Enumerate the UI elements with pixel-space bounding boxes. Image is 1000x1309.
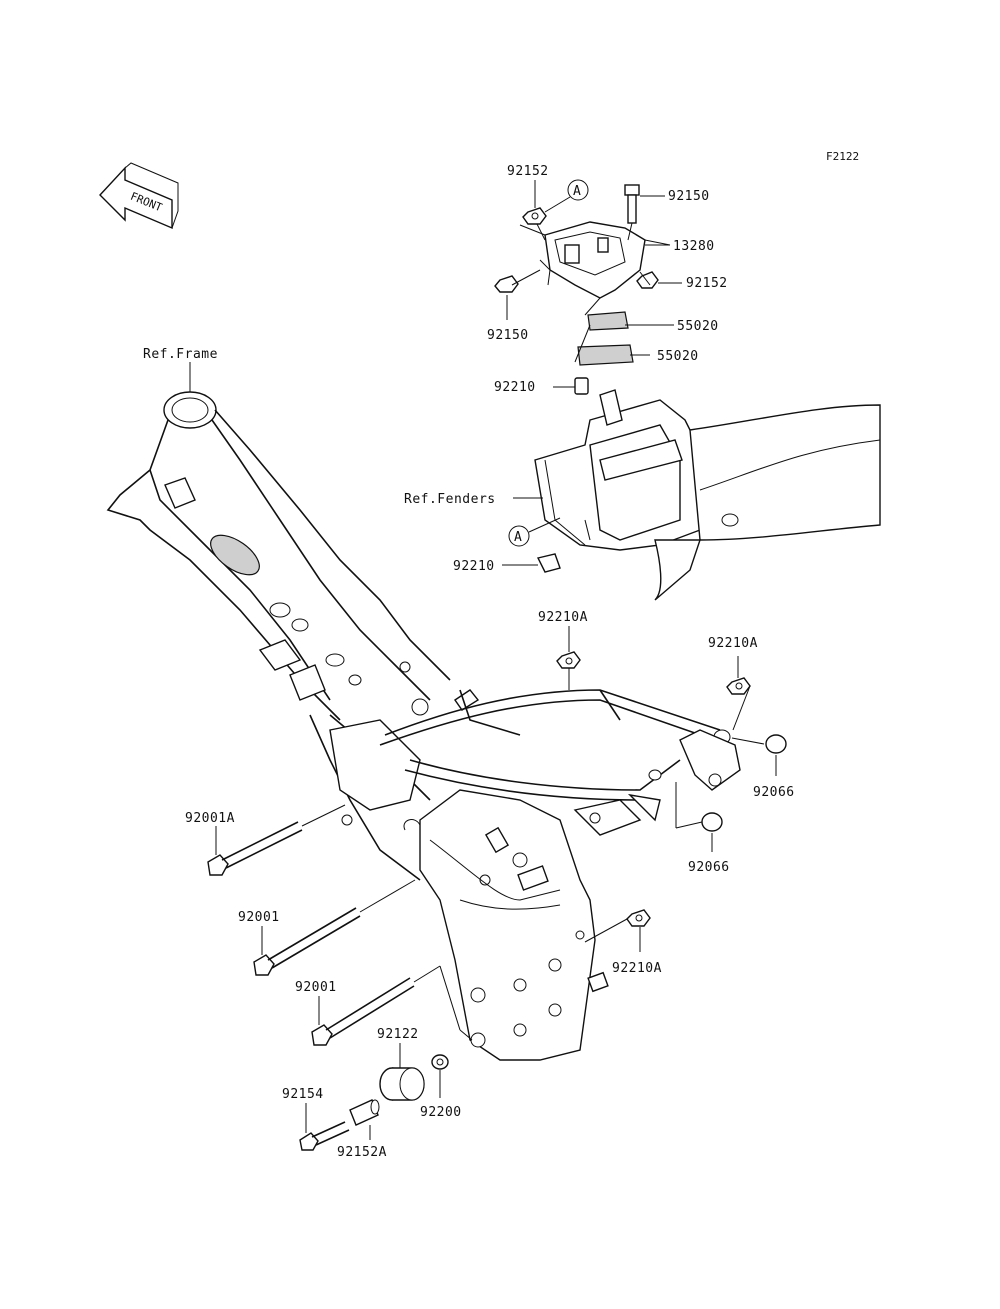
part-92152A-label: 92152A xyxy=(337,1145,387,1160)
ref-marker-a-bottom-label: A xyxy=(514,530,522,545)
cap-92066-lower xyxy=(701,812,723,832)
ref-marker-a-top-label: A xyxy=(573,184,581,199)
ref-fenders-label: Ref.Fenders xyxy=(404,492,496,507)
part-92001A-label: 92001A xyxy=(185,811,235,826)
ref-frame-label: Ref.Frame xyxy=(143,347,218,362)
bolt-92001-a xyxy=(253,907,361,976)
nut-92152-top xyxy=(522,207,547,225)
part-92066-lower-label: 92066 xyxy=(688,860,730,875)
part-13280-label: 13280 xyxy=(673,239,715,254)
part-92001-a-label: 92001 xyxy=(238,910,280,925)
part-92210A-right-label: 92210A xyxy=(708,636,758,651)
part-92150-top-label: 92150 xyxy=(668,189,710,204)
clip-92210-top xyxy=(574,377,589,395)
bolt-92150-left xyxy=(494,269,541,293)
nut-92210A-right xyxy=(726,677,751,695)
part-92152-right-label: 92152 xyxy=(686,276,728,291)
ref-marker-a-top: A xyxy=(544,179,589,213)
part-92210A-top-label: 92210A xyxy=(538,610,588,625)
bolt-92001A xyxy=(207,821,303,876)
washer-92200 xyxy=(431,1054,449,1070)
cap-92066-right xyxy=(765,734,787,754)
part-55020-b-label: 55020 xyxy=(657,349,699,364)
part-92210-top-label: 92210 xyxy=(494,380,536,395)
sleeve-92152A xyxy=(349,1099,380,1126)
fender-drawing xyxy=(534,389,881,601)
figure-id: F2122 xyxy=(826,150,859,163)
part-92066-right-label: 92066 xyxy=(753,785,795,800)
collar-92122 xyxy=(379,1067,425,1101)
clip-92210-bottom xyxy=(536,553,561,573)
nut-92210A-top xyxy=(556,651,581,669)
nut-92210A-lower xyxy=(626,909,651,927)
bolt-92154 xyxy=(299,1121,350,1151)
ref-marker-a-bottom: A xyxy=(508,517,561,547)
part-55020-a-label: 55020 xyxy=(677,319,719,334)
part-92210A-lower-label: 92210A xyxy=(612,961,662,976)
part-92152-top-label: 92152 xyxy=(507,164,549,179)
part-92200-label: 92200 xyxy=(420,1105,462,1120)
part-92150-left-label: 92150 xyxy=(487,328,529,343)
front-arrow-icon: FRONT xyxy=(99,162,179,230)
leader-lines xyxy=(189,180,777,1140)
part-92210-bottom-label: 92210 xyxy=(453,559,495,574)
part-92154-label: 92154 xyxy=(282,1087,324,1102)
part-92001-b-label: 92001 xyxy=(295,980,337,995)
bracket-13280-drawing xyxy=(519,221,671,299)
bolt-92150-top xyxy=(624,184,640,224)
part-92122-label: 92122 xyxy=(377,1027,419,1042)
frame-drawing xyxy=(106,391,741,1061)
bolt-92001-b xyxy=(311,977,415,1046)
nut-92152-right xyxy=(636,271,659,289)
label-plate-55020 xyxy=(574,311,634,366)
